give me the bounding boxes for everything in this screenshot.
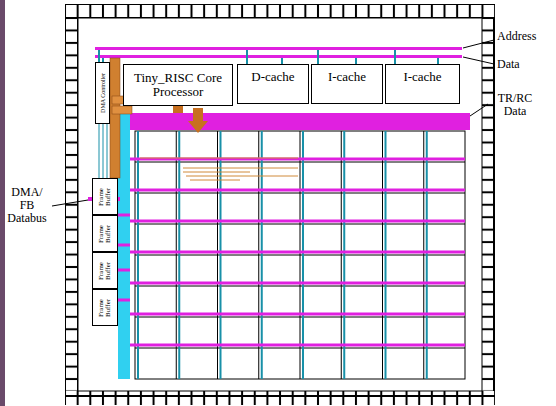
leader-line bbox=[463, 57, 494, 64]
photo-strip bbox=[0, 0, 5, 406]
box-label: Tiny_RISC Core Processor bbox=[124, 71, 232, 100]
signal-label: Data bbox=[497, 58, 553, 71]
chip-core bbox=[78, 18, 482, 391]
leader-line bbox=[470, 104, 488, 116]
dma-path bbox=[110, 58, 120, 178]
cache-box: D-cache bbox=[237, 64, 309, 104]
frame-buffer-box: Frame Buffer bbox=[92, 252, 118, 289]
pad-row bbox=[65, 4, 495, 18]
signal-label: Address bbox=[497, 30, 553, 43]
context-block bbox=[112, 106, 132, 114]
bus-tap bbox=[99, 50, 438, 64]
bus-label: DMA/ FB Databus bbox=[3, 186, 51, 226]
bus-label: TR/RC Data bbox=[489, 92, 541, 118]
frame-buffer-box: Frame Buffer bbox=[92, 178, 118, 215]
address-line bbox=[95, 47, 462, 50]
pad-column bbox=[65, 18, 78, 391]
pad-column bbox=[482, 18, 495, 391]
cache-box: I-cache bbox=[385, 64, 460, 104]
pad-row bbox=[65, 391, 495, 405]
leader-line bbox=[463, 40, 494, 48]
core-processor-box: Tiny_RISC Core Processor bbox=[123, 64, 233, 106]
vertical-label: Frame Buffer bbox=[98, 216, 113, 251]
cache-box: I-cache bbox=[311, 64, 383, 104]
dma-controller-box: DMA Controller bbox=[95, 62, 110, 124]
frame-buffer-box: Frame Buffer bbox=[92, 215, 118, 252]
down-arrow bbox=[188, 108, 208, 133]
data-line bbox=[95, 55, 462, 58]
trrc-bus bbox=[130, 113, 470, 130]
box-label: I-cache bbox=[386, 70, 459, 84]
fb-stub bbox=[118, 215, 130, 300]
vertical-label: Frame Buffer bbox=[98, 290, 113, 325]
vertical-label: Frame Buffer bbox=[98, 179, 113, 214]
box-label: I-cache bbox=[312, 70, 382, 84]
box-label: D-cache bbox=[238, 70, 308, 84]
rc-array bbox=[120, 131, 465, 379]
vertical-label: Frame Buffer bbox=[98, 253, 113, 288]
frame-buffer-box: Frame Buffer bbox=[92, 289, 118, 326]
vertical-label: DMA Controller bbox=[99, 63, 105, 123]
leader-line bbox=[52, 200, 88, 206]
